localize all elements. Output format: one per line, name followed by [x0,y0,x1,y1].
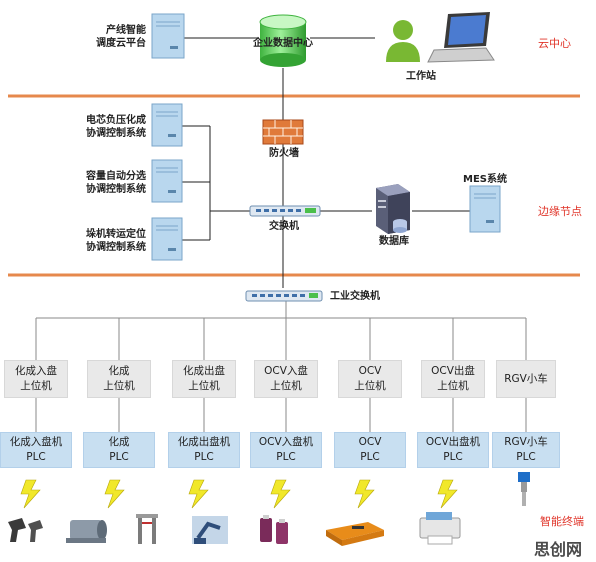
plc-line2: PLC [276,450,296,465]
servo-motor-icon [66,520,107,543]
network-switch-icon [250,206,320,216]
lightning-bolts [21,480,457,508]
laptop-icon [428,12,494,62]
workstation-label: 工作站 [396,70,446,83]
industrial-switch-label: 工业交换机 [330,290,380,303]
edge-system-label-line1: 容量自动分选 [64,170,146,183]
plc-line1: RGV小车 [504,435,548,450]
edge-server-icon [152,218,182,260]
upper-computer-box: RGV小车 [496,360,556,398]
edge-server-icon [152,160,182,202]
watermark: 思创网 [534,536,582,560]
plc-box: RGV小车 PLC [492,432,560,468]
plc-line2: PLC [109,450,129,465]
lightning-icon [355,480,374,508]
edge-system-label-line1: 电芯负压化成 [64,114,146,127]
lightning-icon [189,480,208,508]
firewall-icon [263,120,303,144]
plc-line2: PLC [360,450,380,465]
upper-computer-line1: 化成 [109,364,130,379]
barcode-scanner-icon [8,518,43,542]
upper-computer-line1: 化成入盘 [15,364,57,379]
upper-computer-line2: 上位机 [188,379,220,394]
robot-arm-icon [192,516,228,544]
database-label: 数据库 [366,235,422,248]
cloud-platform-label: 产线智能 调度云平台 [66,24,146,50]
zone-label-terminal: 智能终端 [540,513,584,529]
zone-label-edge: 边缘节点 [538,203,582,219]
plc-line1: 化成 [109,435,130,450]
user-icon [386,20,420,62]
plc-line1: 化成出盘机 [178,435,231,450]
cloud-server-icon [152,14,184,58]
cloud-platform-label-line1: 产线智能 [66,24,146,37]
edge-server-icon [152,104,182,146]
upper-computer-box: 化成出盘 上位机 [172,360,236,398]
upper-computer-line1: RGV小车 [504,372,548,387]
plc-box: 化成 PLC [83,432,155,468]
upper-computer-line1: 化成出盘 [183,364,225,379]
plc-box: OCV入盘机 PLC [250,432,322,468]
lightning-icon [271,480,290,508]
upper-computer-box: OCV出盘 上位机 [421,360,485,398]
plc-box: 化成入盘机 PLC [0,432,72,468]
plc-line1: OCV出盘机 [426,435,480,450]
plc-line2: PLC [194,450,214,465]
lightning-icon [21,480,40,508]
agv-cart-icon [326,522,384,546]
lightning-icon [105,480,124,508]
enterprise-data-center-label: 企业数据中心 [236,37,330,50]
database-server-icon [376,184,410,234]
upper-computer-line2: 上位机 [103,379,135,394]
printer-icon [420,512,460,544]
upper-computer-line2: 上位机 [354,379,386,394]
battery-cell-icon [260,515,288,544]
edge-system-label: 垛机转运定位 协调控制系统 [64,228,146,254]
upper-computer-line2: 上位机 [270,379,302,394]
plc-line1: 化成入盘机 [10,435,63,450]
upper-computer-line2: 上位机 [437,379,469,394]
pressure-sensor-icon [518,472,530,506]
plc-line1: OCV入盘机 [259,435,313,450]
plc-box: OCV PLC [334,432,406,468]
plc-line2: PLC [516,450,536,465]
lightning-icon [438,480,457,508]
industrial-switch-icon [246,291,322,301]
zone-label-cloud: 云中心 [538,35,571,51]
upper-computer-line1: OCV入盘 [264,364,308,379]
switch-label: 交换机 [256,220,312,233]
upper-computer-box: 化成入盘 上位机 [4,360,68,398]
upper-computer-line1: OCV出盘 [431,364,475,379]
edge-system-label-line2: 协调控制系统 [64,127,146,140]
plc-line1: OCV [359,435,382,450]
upper-computer-box: 化成 上位机 [87,360,151,398]
plc-line2: PLC [443,450,463,465]
plc-box: OCV出盘机 PLC [417,432,489,468]
edge-system-label: 电芯负压化成 协调控制系统 [64,114,146,140]
edge-system-label: 容量自动分选 协调控制系统 [64,170,146,196]
edge-system-label-line1: 垛机转运定位 [64,228,146,241]
edge-system-label-line2: 协调控制系统 [64,241,146,254]
firewall-label: 防火墙 [256,147,312,160]
edge-system-label-line2: 协调控制系统 [64,183,146,196]
plc-box: 化成出盘机 PLC [168,432,240,468]
upper-computer-line1: OCV [359,364,382,379]
mes-server-icon [470,186,500,232]
upper-computer-line2: 上位机 [20,379,52,394]
mes-label: MES系统 [456,173,514,186]
gantry-frame-icon [136,514,158,544]
upper-computer-box: OCV入盘 上位机 [254,360,318,398]
plc-line2: PLC [26,450,46,465]
cloud-platform-label-line2: 调度云平台 [66,37,146,50]
upper-computer-box: OCV 上位机 [338,360,402,398]
